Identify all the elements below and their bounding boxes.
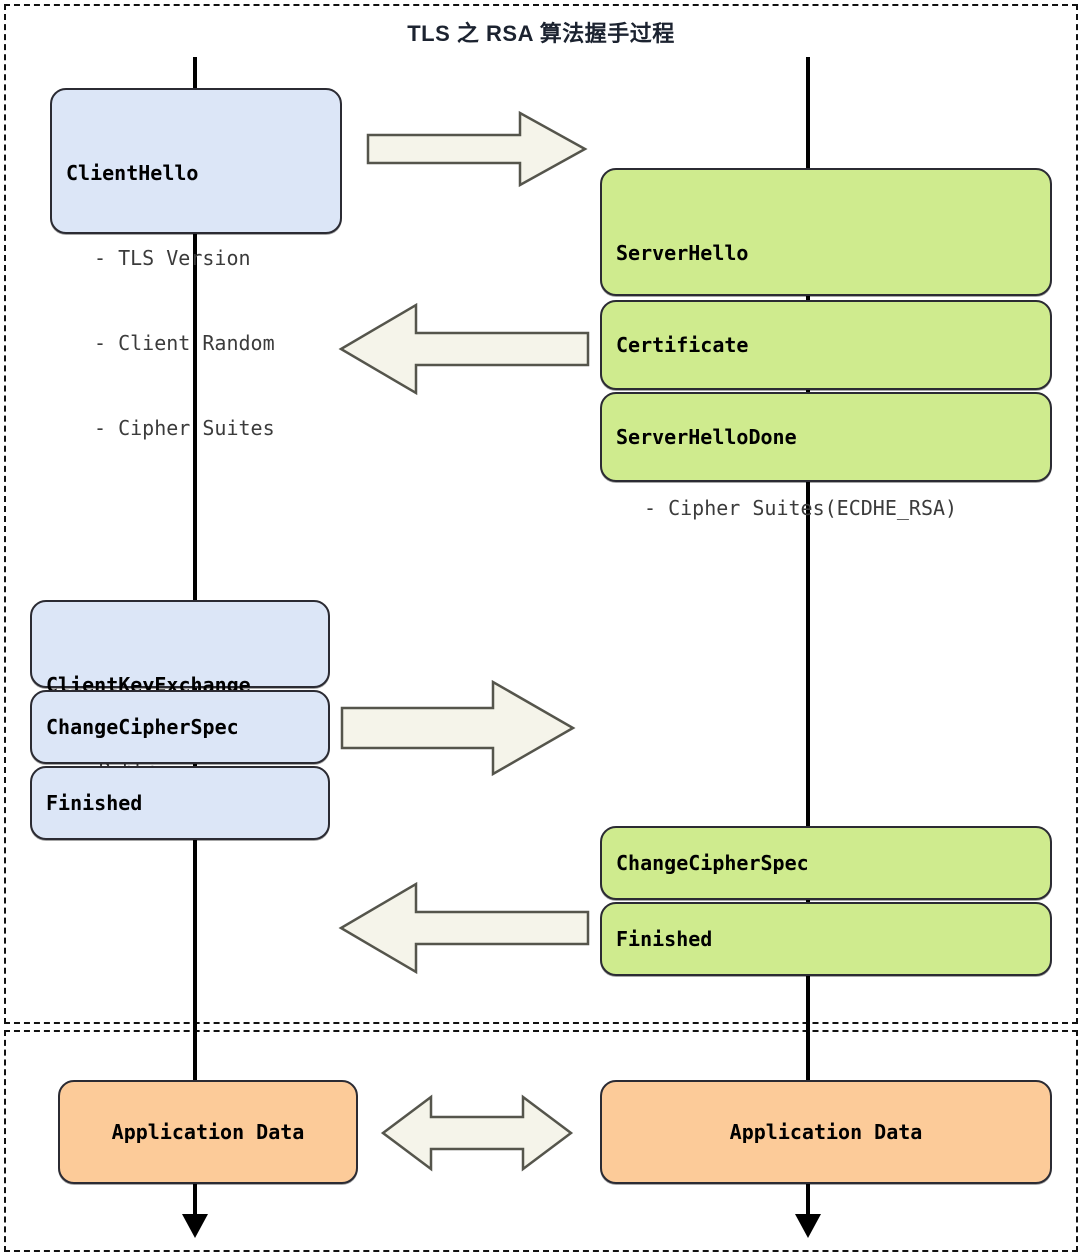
client-hello-item-2: - Cipher Suites bbox=[94, 416, 275, 441]
message-box-server-hello-done[interactable]: ServerHelloDone bbox=[600, 392, 1052, 482]
page-title: TLS 之 RSA 算法握手过程 bbox=[407, 21, 675, 46]
message-box-client-key-exchange[interactable]: ClientKeyExchange - Pubkey bbox=[30, 600, 330, 782]
message-box-client-hello[interactable]: ClientHello - TLS Version - Client Rando… bbox=[50, 88, 342, 440]
server-hello-item-2: - Cipher Suites(ECDHE_RSA) bbox=[644, 496, 958, 521]
server-finished-header: Finished bbox=[616, 926, 713, 951]
handshake-section-frame bbox=[4, 4, 1078, 1024]
server-change-cipher-spec-header: ChangeCipherSpec bbox=[616, 850, 809, 875]
server-application-data-header: Application Data bbox=[729, 1119, 923, 1144]
message-box-server-hello[interactable]: ServerHello - TLS Version - Server Rando… bbox=[600, 168, 1052, 520]
message-box-client-finished[interactable]: Finished bbox=[30, 766, 330, 840]
client-hello-item-1: - Client Random bbox=[94, 331, 275, 356]
client-lifeline-arrowhead bbox=[182, 1214, 208, 1238]
message-box-client-change-cipher-spec[interactable]: ChangeCipherSpec bbox=[30, 690, 330, 764]
server-hello-header: ServerHello bbox=[616, 240, 749, 265]
message-box-server-finished[interactable]: Finished bbox=[600, 902, 1052, 976]
arrow-application-data bbox=[380, 1094, 574, 1172]
application-data-section-frame bbox=[4, 1030, 1078, 1252]
arrow-server-finished bbox=[338, 881, 590, 975]
client-hello-item-0: - TLS Version bbox=[94, 245, 251, 270]
client-change-cipher-spec-header: ChangeCipherSpec bbox=[46, 714, 239, 739]
server-hello-done-header: ServerHelloDone bbox=[616, 424, 797, 449]
arrow-server-hello-group bbox=[338, 302, 590, 396]
server-lifeline bbox=[806, 57, 810, 1218]
client-finished-header: Finished bbox=[46, 790, 143, 815]
client-hello-header: ClientHello bbox=[66, 160, 199, 185]
message-box-server-change-cipher-spec[interactable]: ChangeCipherSpec bbox=[600, 826, 1052, 900]
arrow-client-hello bbox=[366, 110, 588, 188]
certificate-header: Certificate bbox=[616, 332, 749, 357]
arrow-client-key-exchange bbox=[340, 679, 576, 777]
message-box-certificate[interactable]: Certificate bbox=[600, 300, 1052, 390]
message-box-server-application-data[interactable]: Application Data bbox=[600, 1080, 1052, 1184]
server-lifeline-arrowhead bbox=[795, 1214, 821, 1238]
message-box-client-application-data[interactable]: Application Data bbox=[58, 1080, 358, 1184]
client-application-data-header: Application Data bbox=[111, 1119, 305, 1144]
